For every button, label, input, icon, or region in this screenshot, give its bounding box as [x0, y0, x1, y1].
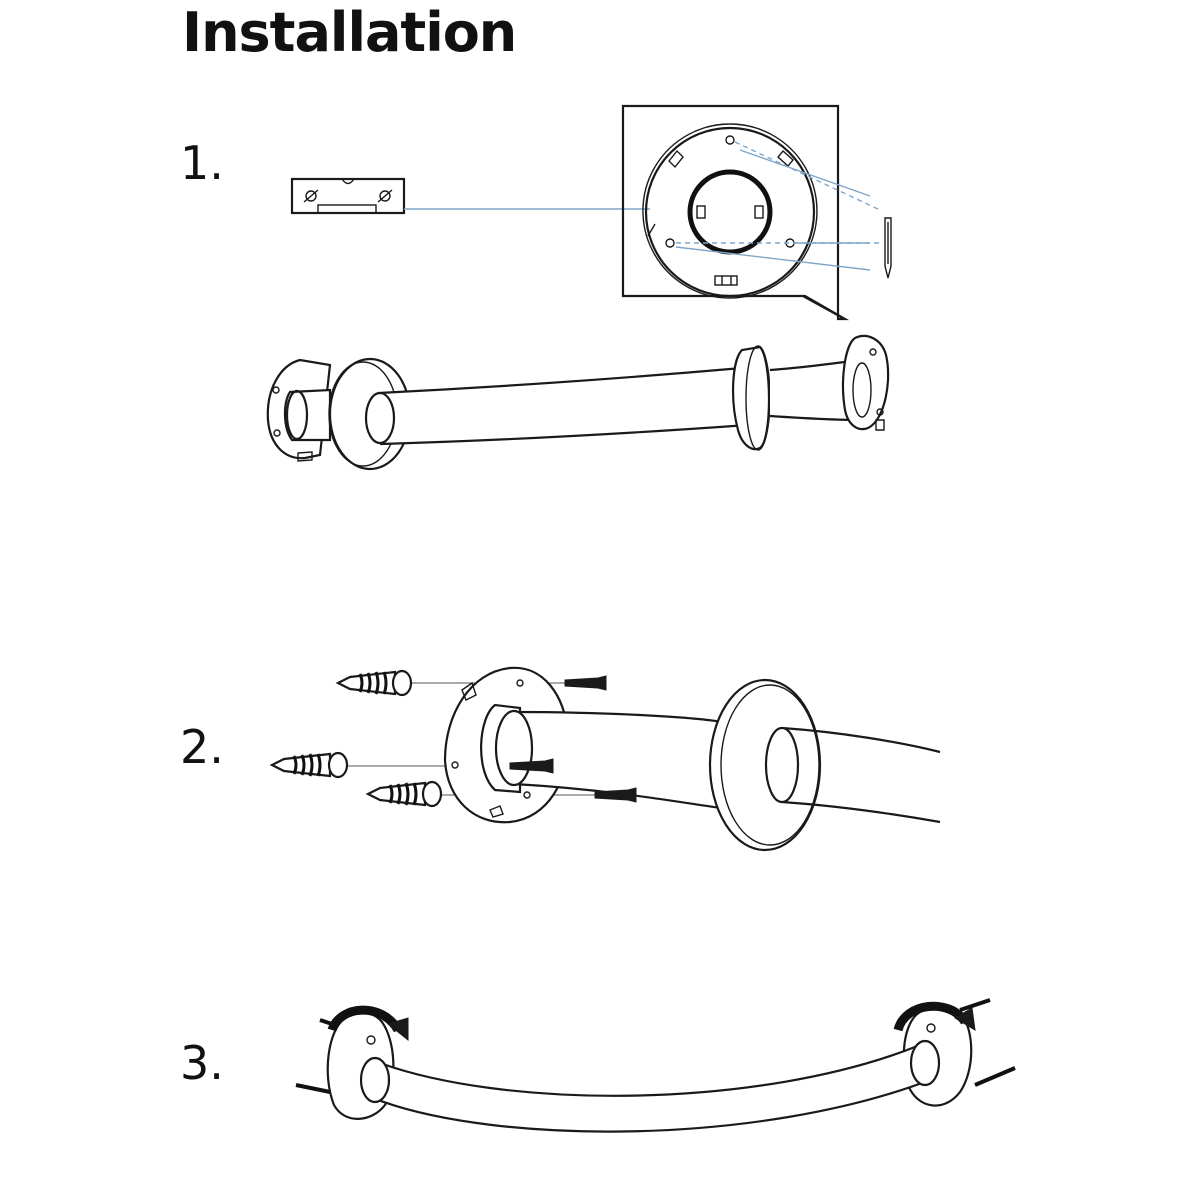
screw-icon [509, 758, 554, 774]
spirit-level-icon [290, 177, 406, 215]
page-title: Installation [182, 1, 517, 64]
detail-callout [621, 104, 850, 321]
mounting-plate-icon [642, 123, 818, 299]
wall-anchor-icon [269, 751, 349, 779]
step-number-2: 2. [180, 720, 224, 774]
grab-bar-icon [266, 334, 890, 471]
step-1-illustration [266, 104, 892, 471]
step-3-illustration [295, 998, 1016, 1133]
rotate-arrow-icon [893, 1001, 976, 1032]
wall-anchor-icon [365, 780, 443, 808]
grab-bar-icon [359, 1039, 941, 1133]
grab-bar-icon [480, 678, 941, 852]
step-2-illustration [269, 666, 941, 852]
step-number-3: 3. [180, 1036, 224, 1090]
wall-anchor-icon [335, 669, 413, 697]
screw-icon [564, 675, 607, 691]
pencil-icon [884, 217, 892, 279]
rotate-arrow-icon [327, 1005, 409, 1042]
screw-icon [594, 787, 637, 803]
step-number-1: 1. [180, 136, 224, 190]
